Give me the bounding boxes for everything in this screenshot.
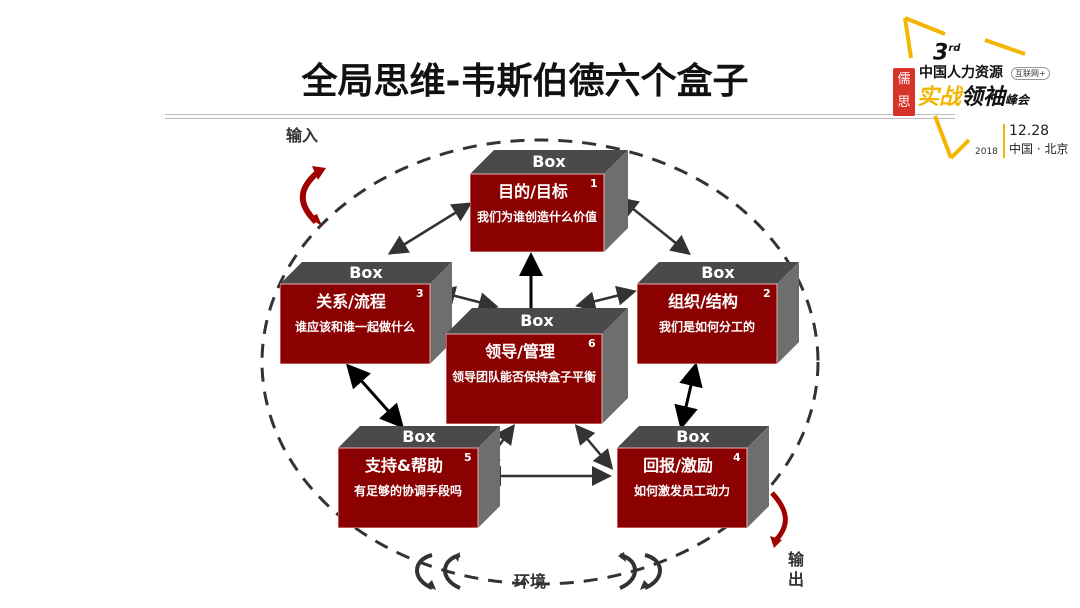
box-label: Box (532, 152, 566, 171)
arrow-purpose-relationships (387, 202, 473, 255)
box-side-face (602, 308, 628, 424)
box-title: 组织/结构 (668, 292, 738, 311)
logo-line1: 中国人力资源 (919, 65, 1003, 81)
logo-edition: 3rd (933, 40, 961, 66)
logo-date: 12.28 (1009, 123, 1050, 139)
box-top-face (637, 262, 799, 284)
arrow-purpose-structure (618, 196, 691, 256)
logo-line2: 实战领袖峰会 (917, 85, 1030, 110)
box-top-face (446, 308, 628, 334)
box-rewards: Box 4 回报/激励如何激发员工动力 (617, 426, 769, 528)
box-leadership: Box 6 领导/管理领导团队能否保持盒子平衡 (446, 308, 628, 424)
box-description: 谁应该和谁一起做什么 (294, 320, 415, 334)
box-title: 支持&帮助 (365, 456, 443, 475)
box-purpose: Box 1 目的/目标我们为谁创造什么价值 (470, 150, 628, 252)
box-side-face (777, 262, 799, 364)
input-label: 输入 (286, 126, 319, 145)
box-top-face (470, 150, 628, 174)
logo-badge: 互联网+ (1011, 67, 1050, 80)
arrow-leadership-rewards (574, 424, 614, 470)
box-label: Box (520, 311, 554, 330)
box-description: 领导团队能否保持盒子平衡 (451, 370, 596, 384)
box-number: 1 (590, 177, 598, 190)
box-number: 3 (416, 287, 424, 300)
box-number: 2 (763, 287, 771, 300)
environment-boundary (260, 138, 820, 586)
box-number: 5 (464, 451, 472, 464)
input-arrow-icon (299, 169, 321, 225)
box-label: Box (676, 427, 710, 446)
logo-city: 中国 · 北京 (1009, 142, 1069, 156)
logo-triangle-decoration (903, 16, 1026, 160)
box-title: 目的/目标 (498, 182, 568, 201)
box-side-face (478, 426, 500, 528)
box-top-face (338, 426, 500, 448)
box-top-face (280, 262, 452, 284)
box-relationships: Box 3 关系/流程谁应该和谁一起做什么 (280, 262, 452, 364)
box-description: 如何激发员工动力 (633, 484, 730, 498)
logo-divider (1003, 124, 1005, 158)
logo-seal: 儒思 (893, 68, 915, 116)
box-title: 回报/激励 (643, 456, 713, 475)
box-side-face (747, 426, 769, 528)
box-description: 我们为谁创造什么价值 (476, 210, 597, 224)
box-label: Box (349, 263, 383, 282)
box-helpful-mechanisms: Box 5 支持&帮助有足够的协调手段吗 (338, 426, 500, 528)
box-number: 4 (733, 451, 741, 464)
arrow-structure-rewards (674, 362, 703, 430)
box-front-face (617, 447, 748, 528)
slide-title: 全局思维-韦斯伯德六个盒子 (301, 61, 749, 102)
box-label: Box (402, 427, 436, 446)
arrow-structure-leadership (575, 285, 637, 312)
arrow-relationships-support (346, 363, 404, 429)
output-arrow-icon (770, 491, 788, 542)
box-title: 关系/流程 (316, 292, 386, 311)
environment-label: 环境 (514, 572, 547, 591)
box-number: 6 (588, 337, 596, 350)
summit-logo: 儒思 3rd 中国人力资源 互联网+ 实战领袖峰会 2018 12.28 中国 … (885, 10, 1080, 160)
box-top-face (617, 426, 769, 448)
logo-year: 2018 (975, 147, 998, 157)
box-description: 有足够的协调手段吗 (353, 484, 462, 498)
environment-cycle-icon-right (619, 553, 662, 590)
box-front-face (637, 283, 778, 364)
box-structure: Box 2 组织/结构我们是如何分工的 (637, 262, 799, 364)
box-front-face (280, 283, 431, 364)
box-description: 我们是如何分工的 (658, 320, 755, 334)
box-front-face (446, 333, 603, 424)
title-divider (165, 114, 955, 119)
box-side-face (604, 150, 628, 252)
box-label: Box (701, 263, 735, 282)
box-front-face (470, 173, 605, 252)
box-front-face (338, 447, 479, 528)
output-label: 输出 (788, 550, 805, 589)
box-title: 领导/管理 (485, 342, 555, 361)
